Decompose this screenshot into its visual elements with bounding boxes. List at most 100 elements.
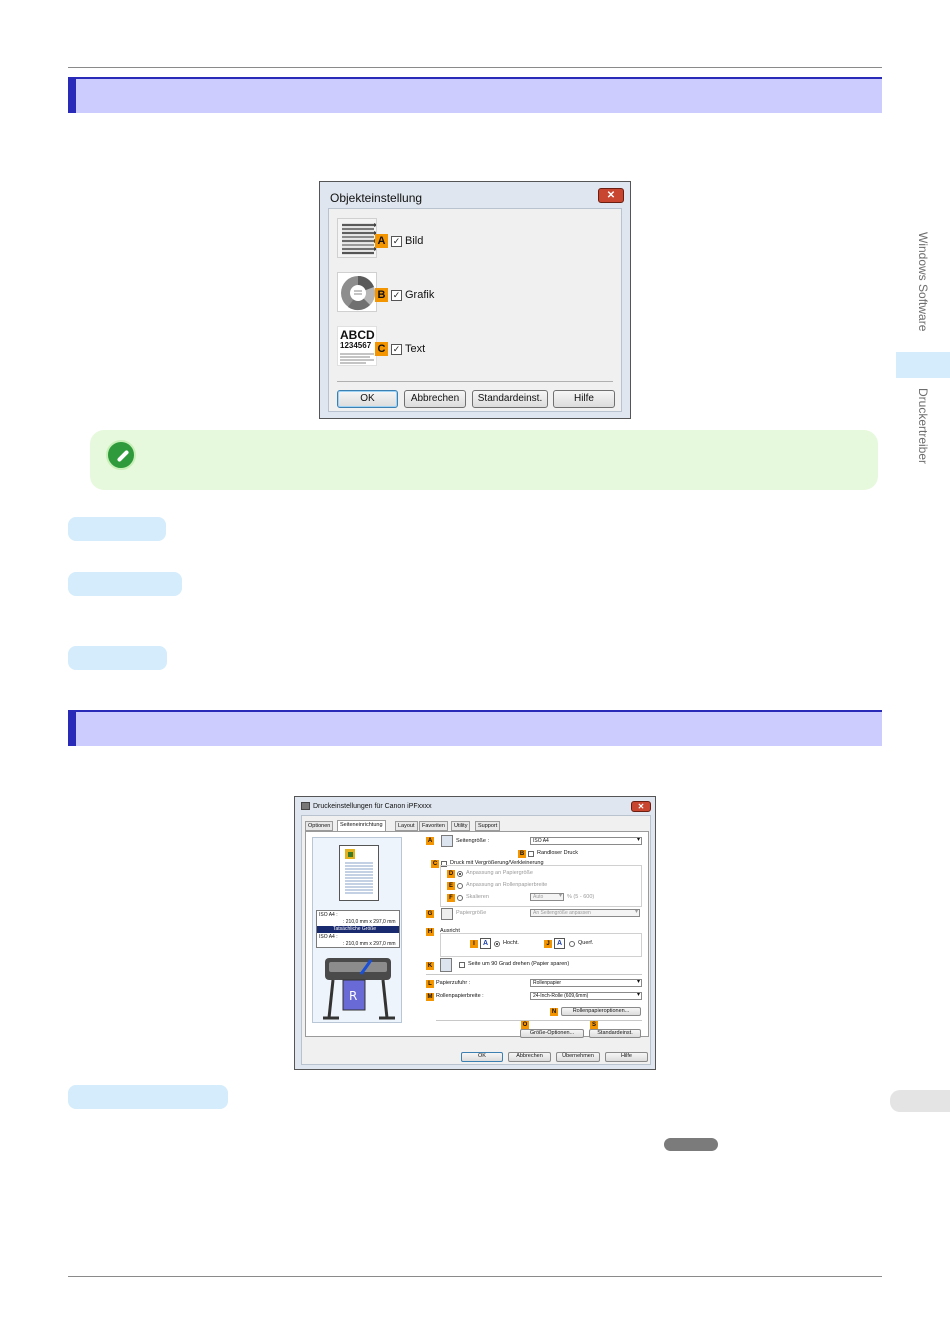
help-button[interactable]: Hilfe [553, 390, 615, 408]
badge-f: F [447, 894, 455, 902]
portrait-radio[interactable] [494, 941, 500, 947]
badge-a: A [375, 234, 388, 248]
paper-source-label: Papierzufuhr : [436, 980, 471, 986]
borderless-label: Randloser Druck [537, 850, 578, 856]
scale-label: Skalieren [466, 894, 489, 900]
apply-button[interactable]: Übernehmen [556, 1052, 600, 1062]
object-settings-dialog: Objekteinstellung ✕ A ✓ Bild [319, 181, 631, 419]
term-pill-1 [68, 517, 166, 541]
defaults-button[interactable]: Standardeinst. [589, 1029, 641, 1038]
close-icon[interactable]: ✕ [598, 188, 624, 203]
dialog-body: Optionen Seiteneinrichtung Layout Favori… [301, 815, 651, 1065]
svg-text:R: R [349, 989, 357, 1003]
fit-paper-label: Anpassung an Papiergröße [466, 870, 533, 876]
badge-c: C [375, 342, 388, 356]
roll-width-select[interactable]: 24-Inch-Rolle (609,6mm) [530, 992, 642, 1000]
paper-size-label: Papiergröße [456, 910, 487, 916]
scale-stepper[interactable]: Auto [530, 893, 564, 901]
borderless-checkbox[interactable] [528, 851, 534, 857]
dialog-separator [337, 381, 613, 382]
section-header-1 [68, 77, 882, 113]
badge-o: O [521, 1021, 529, 1029]
badge-b: B [375, 288, 388, 302]
graphic-label: Grafik [405, 289, 435, 301]
term-pill-3 [68, 646, 167, 670]
scaling-checkbox[interactable] [441, 861, 447, 867]
scale-radio[interactable] [457, 895, 463, 901]
bottom-rule [68, 1276, 882, 1277]
text-label: Text [405, 343, 426, 355]
fit-paper-radio[interactable] [457, 871, 463, 877]
text-thumb-line2: 1234567 [340, 341, 372, 350]
reference-link-pill[interactable] [664, 1138, 718, 1151]
size-info-box: ISO A4 : : 210,0 mm x 297,0 mm Tatsächli… [316, 910, 400, 948]
tab-seiteneinrichtung[interactable]: Seiteneinrichtung [337, 820, 386, 832]
page-size-icon [441, 835, 453, 847]
side-tab-windows-software[interactable]: Windows Software [916, 232, 930, 332]
defaults-button[interactable]: Standardeinst. [472, 390, 548, 408]
dialog-title: Objekteinstellung [330, 191, 423, 205]
side-tab-highlight [896, 352, 950, 378]
page-size-select[interactable]: ISO A4 [530, 837, 642, 845]
landscape-radio[interactable] [569, 941, 575, 947]
section-header-2 [68, 710, 882, 746]
badge-i: I [470, 940, 478, 948]
actual-size-bar: Tatsächliche Größe [317, 926, 399, 933]
tab-favoriten[interactable]: Favoriten [419, 821, 448, 831]
graphic-thumbnail-icon [337, 272, 377, 312]
paper-size-select[interactable]: An Seitengröße anpassen [530, 909, 640, 917]
tab-utility[interactable]: Utility [451, 821, 471, 831]
cancel-button[interactable]: Abbrechen [404, 390, 466, 408]
tab-layout[interactable]: Layout [395, 821, 418, 831]
badge-j: J [544, 940, 552, 948]
badge-e: E [447, 882, 455, 890]
roll-options-button[interactable]: Rollenpapieroptionen... [561, 1007, 641, 1016]
rotate-label: Seite um 90 Grad drehen (Papier sparen) [468, 961, 570, 967]
ok-button[interactable]: OK [337, 390, 398, 408]
tab-support[interactable]: Support [475, 821, 501, 831]
rotate-checkbox[interactable] [459, 962, 465, 968]
badge-n: N [550, 1008, 558, 1016]
cancel-button[interactable]: Abbrechen [508, 1052, 551, 1062]
printer-illustration-icon: R [323, 958, 395, 1020]
badge-m: M [426, 993, 434, 1001]
actual-size-label: Tatsächliche Größe [333, 926, 377, 932]
close-icon[interactable]: ✕ [631, 801, 651, 812]
roll-width-label: Rollenpapierbreite : [436, 993, 484, 999]
dialog-title: Druckeinstellungen für Canon iPFxxxx [313, 803, 432, 810]
pencil-icon [106, 440, 136, 470]
help-button[interactable]: Hilfe [605, 1052, 648, 1062]
printer-icon [301, 802, 310, 810]
scale-range: % (5 - 600) [567, 894, 595, 900]
text-checkbox[interactable]: ✓ [391, 344, 402, 355]
dialog-body: A ✓ Bild B ✓ Grafik ABCD 1234567 [328, 208, 622, 412]
graphic-checkbox[interactable]: ✓ [391, 290, 402, 301]
scaling-group [440, 865, 642, 907]
badge-h: H [426, 928, 434, 936]
tab-panel: ISO A4 : : 210,0 mm x 297,0 mm Tatsächli… [305, 831, 649, 1038]
side-tab-druckertreiber[interactable]: Druckertreiber [916, 388, 930, 465]
tab-optionen[interactable]: Optionen [305, 821, 334, 831]
badge-k: K [426, 962, 434, 970]
portrait-label: Hocht. [503, 940, 519, 946]
print-settings-dialog: Druckeinstellungen für Canon iPFxxxx ✕ O… [294, 796, 656, 1070]
image-checkbox[interactable]: ✓ [391, 236, 402, 247]
term-pill-4 [68, 1085, 228, 1109]
fit-roll-radio[interactable] [457, 883, 463, 889]
badge-l: L [426, 980, 434, 988]
badge-b: B [518, 850, 526, 858]
orientation-label: Ausricht [440, 928, 460, 934]
text-thumbnail-icon: ABCD 1234567 [337, 326, 377, 366]
image-label: Bild [405, 235, 424, 247]
paper-source-select[interactable]: Rollenpapier [530, 979, 642, 987]
text-thumb-line1: ABCD [340, 328, 375, 342]
scaling-label: Druck mit Vergrößerung/Verkleinerung [450, 860, 544, 866]
size-options-button[interactable]: Größe-Optionen... [520, 1029, 584, 1038]
page-preview: ISO A4 : : 210,0 mm x 297,0 mm Tatsächli… [312, 837, 402, 1023]
ok-button[interactable]: OK [461, 1052, 503, 1062]
side-index-pill[interactable] [890, 1090, 950, 1112]
badge-a: A [426, 837, 434, 845]
fit-roll-label: Anpassung an Rollenpapierbreite [466, 882, 548, 888]
preview-size-label: ISO A4 : [319, 912, 338, 918]
badge-s: S [590, 1021, 598, 1029]
